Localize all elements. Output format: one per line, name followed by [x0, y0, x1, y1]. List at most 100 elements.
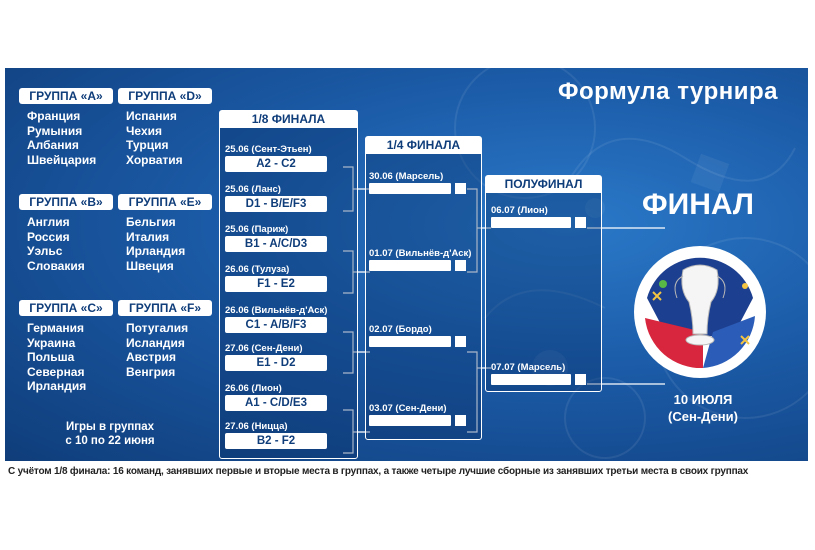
match-pair: B2 - F2	[225, 433, 327, 449]
group-d: ГРУППА «D» Испания Чехия Турция Хорватия	[118, 88, 212, 167]
match-r16-3: 25.06 (Париж) B1 - A/C/D3	[225, 224, 327, 252]
match-r16-5: 26.06 (Вильнёв-д'Аск) C1 - A/B/F3	[225, 305, 327, 333]
team: Потугалия	[126, 321, 189, 335]
match-date: 25.06 (Сент-Этьен)	[225, 144, 312, 155]
match-date: 06.07 (Лион)	[491, 205, 548, 216]
group-header: ГРУППА «E»	[118, 194, 212, 210]
round-header: 1/8 ФИНАЛА	[220, 111, 357, 128]
team: Северная	[27, 364, 85, 379]
team: Украина	[27, 335, 76, 350]
match-r16-2: 25.06 (Ланс) D1 - B/E/F3	[225, 184, 327, 212]
team: Германия	[27, 321, 85, 335]
team: Швеция	[126, 258, 174, 273]
team: Италия	[126, 229, 170, 244]
score-box	[575, 374, 586, 385]
round-header: 1/4 ФИНАЛА	[366, 137, 481, 154]
match-date: 26.06 (Тулуза)	[225, 264, 290, 275]
match-date: 27.06 (Ницца)	[225, 421, 288, 432]
match-date: 27.06 (Сен-Дени)	[225, 343, 303, 354]
team: Словакия	[27, 258, 85, 273]
groups-note-line: с 10 по 22 июня	[65, 435, 155, 447]
match-slot	[369, 415, 466, 426]
group-f: ГРУППА «F» Потугалия Исландия Австрия Ве…	[118, 300, 212, 379]
match-sf-2: 07.07 (Марсель)	[491, 362, 586, 385]
match-qf-2: 01.07 (Вильнёв-д'Аск)	[369, 248, 471, 271]
team: Австрия	[126, 350, 177, 365]
team: Испания	[126, 109, 177, 123]
match-pair: E1 - D2	[225, 355, 327, 371]
group-header: ГРУППА «A»	[19, 88, 113, 104]
match-slot	[491, 217, 586, 228]
match-date: 01.07 (Вильнёв-д'Аск)	[369, 248, 472, 259]
team: Швейцария	[27, 152, 97, 167]
team: Россия	[27, 229, 70, 244]
groups-dates-note: Игры в группах с 10 по 22 июня	[45, 420, 175, 448]
group-header: ГРУППА «B»	[19, 194, 113, 210]
match-sf-1: 06.07 (Лион)	[491, 205, 586, 228]
team: Румыния	[27, 123, 83, 138]
match-qf-4: 03.07 (Сен-Дени)	[369, 403, 466, 426]
groups-note-line: Игры в группах	[65, 421, 155, 433]
match-pair: B1 - A/C/D3	[225, 236, 327, 252]
score-box	[455, 415, 466, 426]
score-box	[455, 336, 466, 347]
match-pair: C1 - A/B/F3	[225, 317, 327, 333]
match-date: 26.06 (Лион)	[225, 383, 282, 394]
score-box	[455, 183, 466, 194]
team: Бельгия	[126, 215, 176, 229]
match-date: 25.06 (Ланс)	[225, 184, 281, 195]
caption: С учётом 1/8 финала: 16 команд, занявших…	[8, 466, 749, 477]
tournament-poster: Формула турнира ГРУППА «A» Франция Румын…	[5, 68, 808, 461]
final-venue: (Сен-Дени)	[668, 409, 738, 424]
match-r16-1: 25.06 (Сент-Этьен) A2 - C2	[225, 144, 327, 172]
match-slot	[369, 183, 466, 194]
group-b: ГРУППА «B» Англия Россия Уэльс Словакия	[19, 194, 113, 273]
group-header: ГРУППА «C»	[19, 300, 113, 316]
euro-trophy-logo	[634, 246, 766, 378]
match-date: 25.06 (Париж)	[225, 224, 289, 235]
final-title: ФИНАЛ	[642, 188, 754, 221]
match-slot	[491, 374, 586, 385]
match-pair: F1 - E2	[225, 276, 327, 292]
team: Франция	[27, 109, 81, 123]
match-slot	[369, 260, 466, 271]
team: Чехия	[126, 123, 162, 138]
group-header: ГРУППА «F»	[118, 300, 212, 316]
match-date: 02.07 (Бордо)	[369, 324, 432, 335]
group-e: ГРУППА «E» Бельгия Италия Ирландия Швеци…	[118, 194, 212, 273]
match-date: 26.06 (Вильнёв-д'Аск)	[225, 305, 328, 316]
match-r16-4: 26.06 (Тулуза) F1 - E2	[225, 264, 327, 292]
score-box	[575, 217, 586, 228]
match-r16-6: 27.06 (Сен-Дени) E1 - D2	[225, 343, 327, 371]
round-header: ПОЛУФИНАЛ	[486, 176, 601, 193]
score-box	[455, 260, 466, 271]
page-title: Формула турнира	[557, 78, 778, 105]
team: Венгрия	[126, 364, 176, 379]
match-r16-8: 27.06 (Ницца) B2 - F2	[225, 421, 327, 449]
team: Ирландия	[27, 379, 87, 394]
match-pair: A2 - C2	[225, 156, 327, 172]
match-date: 03.07 (Сен-Дени)	[369, 403, 447, 414]
team: Турция	[126, 138, 169, 153]
team: Уэльс	[27, 244, 63, 259]
match-pair: A1 - C/D/E3	[225, 395, 327, 411]
group-c: ГРУППА «C» Германия Украина Польша Север…	[19, 300, 113, 394]
semi-final-column: ПОЛУФИНАЛ	[485, 175, 602, 392]
group-a: ГРУППА «A» Франция Румыния Албания Швейц…	[19, 88, 113, 167]
group-header: ГРУППА «D»	[118, 88, 212, 104]
team: Хорватия	[126, 152, 183, 167]
match-r16-7: 26.06 (Лион) A1 - C/D/E3	[225, 383, 327, 411]
match-pair: D1 - B/E/F3	[225, 196, 327, 212]
team: Англия	[27, 215, 70, 229]
team: Исландия	[126, 335, 185, 350]
team: Албания	[27, 138, 79, 153]
match-qf-3: 02.07 (Бордо)	[369, 324, 466, 347]
match-slot	[369, 336, 466, 347]
match-qf-1: 30.06 (Марсель)	[369, 171, 466, 194]
team: Ирландия	[126, 244, 186, 259]
bracket-connectors	[343, 166, 665, 454]
match-date: 30.06 (Марсель)	[369, 171, 444, 182]
team: Польша	[27, 350, 75, 365]
match-date: 07.07 (Марсель)	[491, 362, 566, 373]
final-date: 10 ИЮЛЯ	[673, 392, 733, 407]
